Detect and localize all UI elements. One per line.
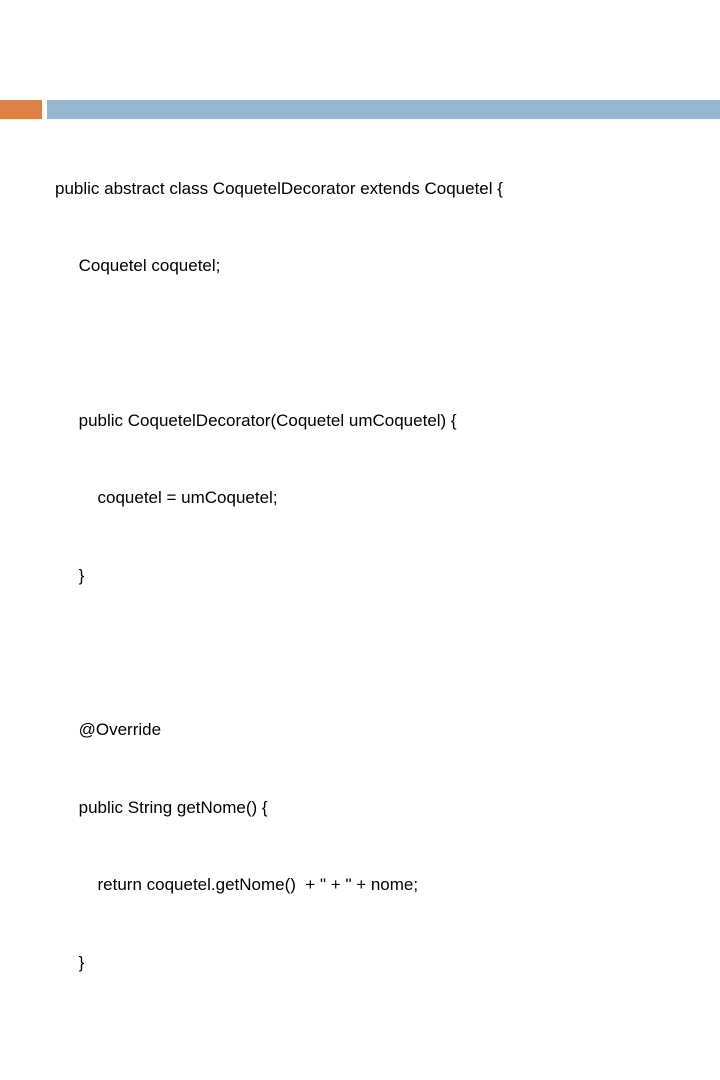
code-line: coquetel = umCoquetel; — [55, 488, 278, 508]
code-line: public CoquetelDecorator(Coquetel umCoqu… — [55, 410, 457, 430]
code-block: public abstract class CoquetelDecorator … — [55, 124, 715, 1080]
slide-canvas: public abstract class CoquetelDecorator … — [0, 100, 720, 972]
accent-bar-blue-strip — [47, 100, 720, 119]
accent-bar — [0, 100, 720, 119]
code-line: public String getNome() { — [55, 797, 268, 817]
code-line: } — [55, 952, 85, 972]
code-line — [55, 640, 715, 666]
code-line: @Override — [55, 720, 162, 740]
code-line — [55, 330, 715, 356]
code-line: public abstract class CoquetelDecorator … — [55, 178, 503, 198]
code-line: } — [55, 565, 85, 585]
code-line: Coquetel coquetel; — [55, 255, 221, 275]
code-line — [55, 1027, 715, 1053]
code-line: return coquetel.getNome() + " + " + nome… — [55, 875, 419, 895]
accent-bar-orange-block — [0, 100, 42, 119]
